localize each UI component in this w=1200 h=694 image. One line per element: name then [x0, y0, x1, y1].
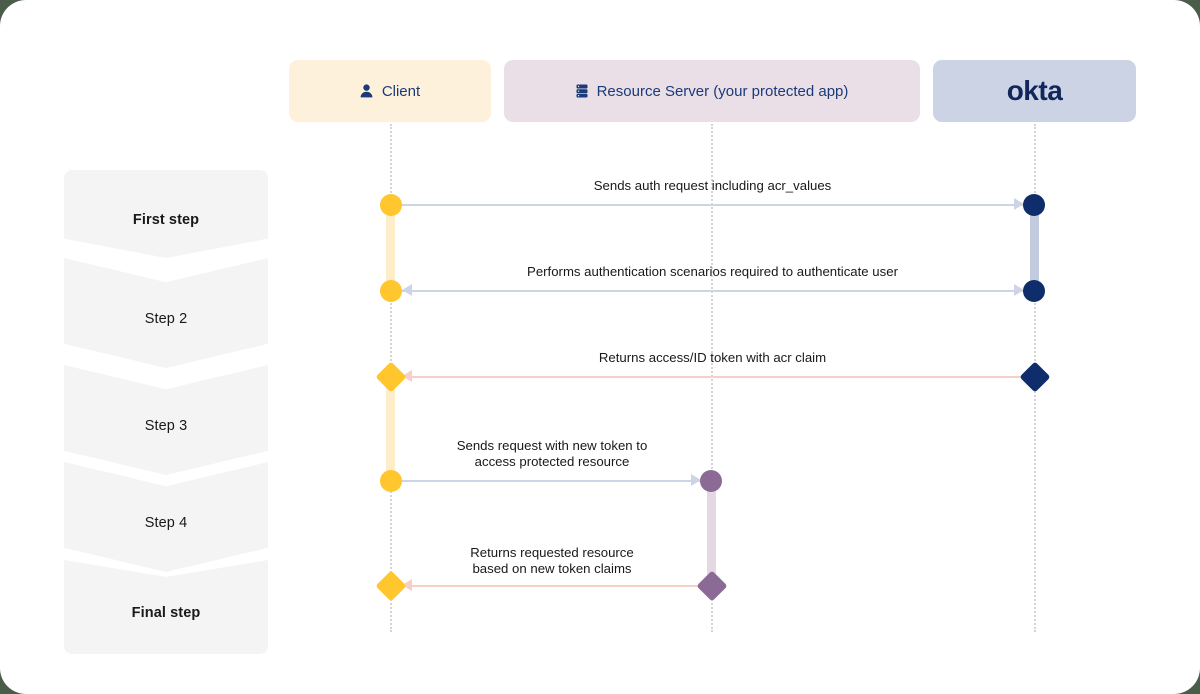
message-line-4 — [401, 480, 702, 482]
activation-okta-1 — [1030, 205, 1039, 291]
marker-client-2 — [380, 280, 402, 302]
marker-okta-1 — [1023, 194, 1045, 216]
step-chevron-4: Step 4 — [64, 462, 268, 572]
step-label-4: Step 4 — [144, 515, 188, 531]
message-label-4: Sends request with new token to access p… — [456, 438, 648, 469]
activation-client-1 — [386, 205, 395, 291]
activation-client-2 — [386, 377, 395, 482]
message-arrowhead-1-right — [1014, 198, 1024, 210]
actor-header-resource-server[interactable]: Resource Server (your protected app) — [504, 60, 920, 122]
step-label-2: Step 2 — [144, 311, 188, 327]
actor-header-okta[interactable]: okta — [933, 60, 1136, 122]
okta-wordmark: okta — [1006, 75, 1063, 106]
actor-label-client: Client — [381, 82, 421, 100]
message-arrowhead-4-right — [691, 474, 701, 486]
step-label-5: Final step — [131, 605, 201, 621]
activation-resource-1 — [707, 481, 716, 586]
marker-resource-4 — [700, 470, 722, 492]
actor-label-resource-server: Resource Server (your protected app) — [596, 82, 849, 100]
person-icon — [360, 84, 373, 98]
message-arrowhead-2-left — [402, 284, 412, 296]
marker-okta-3 — [1019, 361, 1051, 393]
step-label-3: Step 3 — [144, 418, 188, 434]
message-arrowhead-2-right — [1014, 284, 1024, 296]
message-line-3 — [401, 376, 1025, 378]
marker-okta-2 — [1023, 280, 1045, 302]
message-label-2: Performs authentication scenarios requir… — [527, 264, 898, 279]
marker-client-4 — [380, 470, 402, 492]
step-rail: First step Step 2 Step 3 Step 4 Final st… — [64, 170, 268, 654]
step-chevron-5: Final step — [64, 560, 268, 654]
lifeline-resource-server — [711, 124, 713, 632]
step-label-1: First step — [132, 212, 200, 228]
message-label-1: Sends auth request including acr_values — [593, 178, 832, 193]
actor-header-client[interactable]: Client — [289, 60, 491, 122]
marker-client-3 — [375, 361, 407, 393]
message-line-1 — [401, 204, 1025, 206]
message-line-2 — [401, 290, 1025, 292]
message-arrowhead-5-left — [402, 579, 412, 591]
step-chevron-1: First step — [64, 170, 268, 258]
step-chevron-2: Step 2 — [64, 258, 268, 368]
marker-client-1 — [380, 194, 402, 216]
step-chevron-3: Step 3 — [64, 365, 268, 475]
server-icon — [576, 84, 588, 98]
message-line-5 — [401, 585, 702, 587]
message-label-3: Returns access/ID token with acr claim — [598, 350, 827, 365]
message-label-5: Returns requested resource based on new … — [470, 545, 634, 576]
message-arrowhead-3-left — [402, 370, 412, 382]
